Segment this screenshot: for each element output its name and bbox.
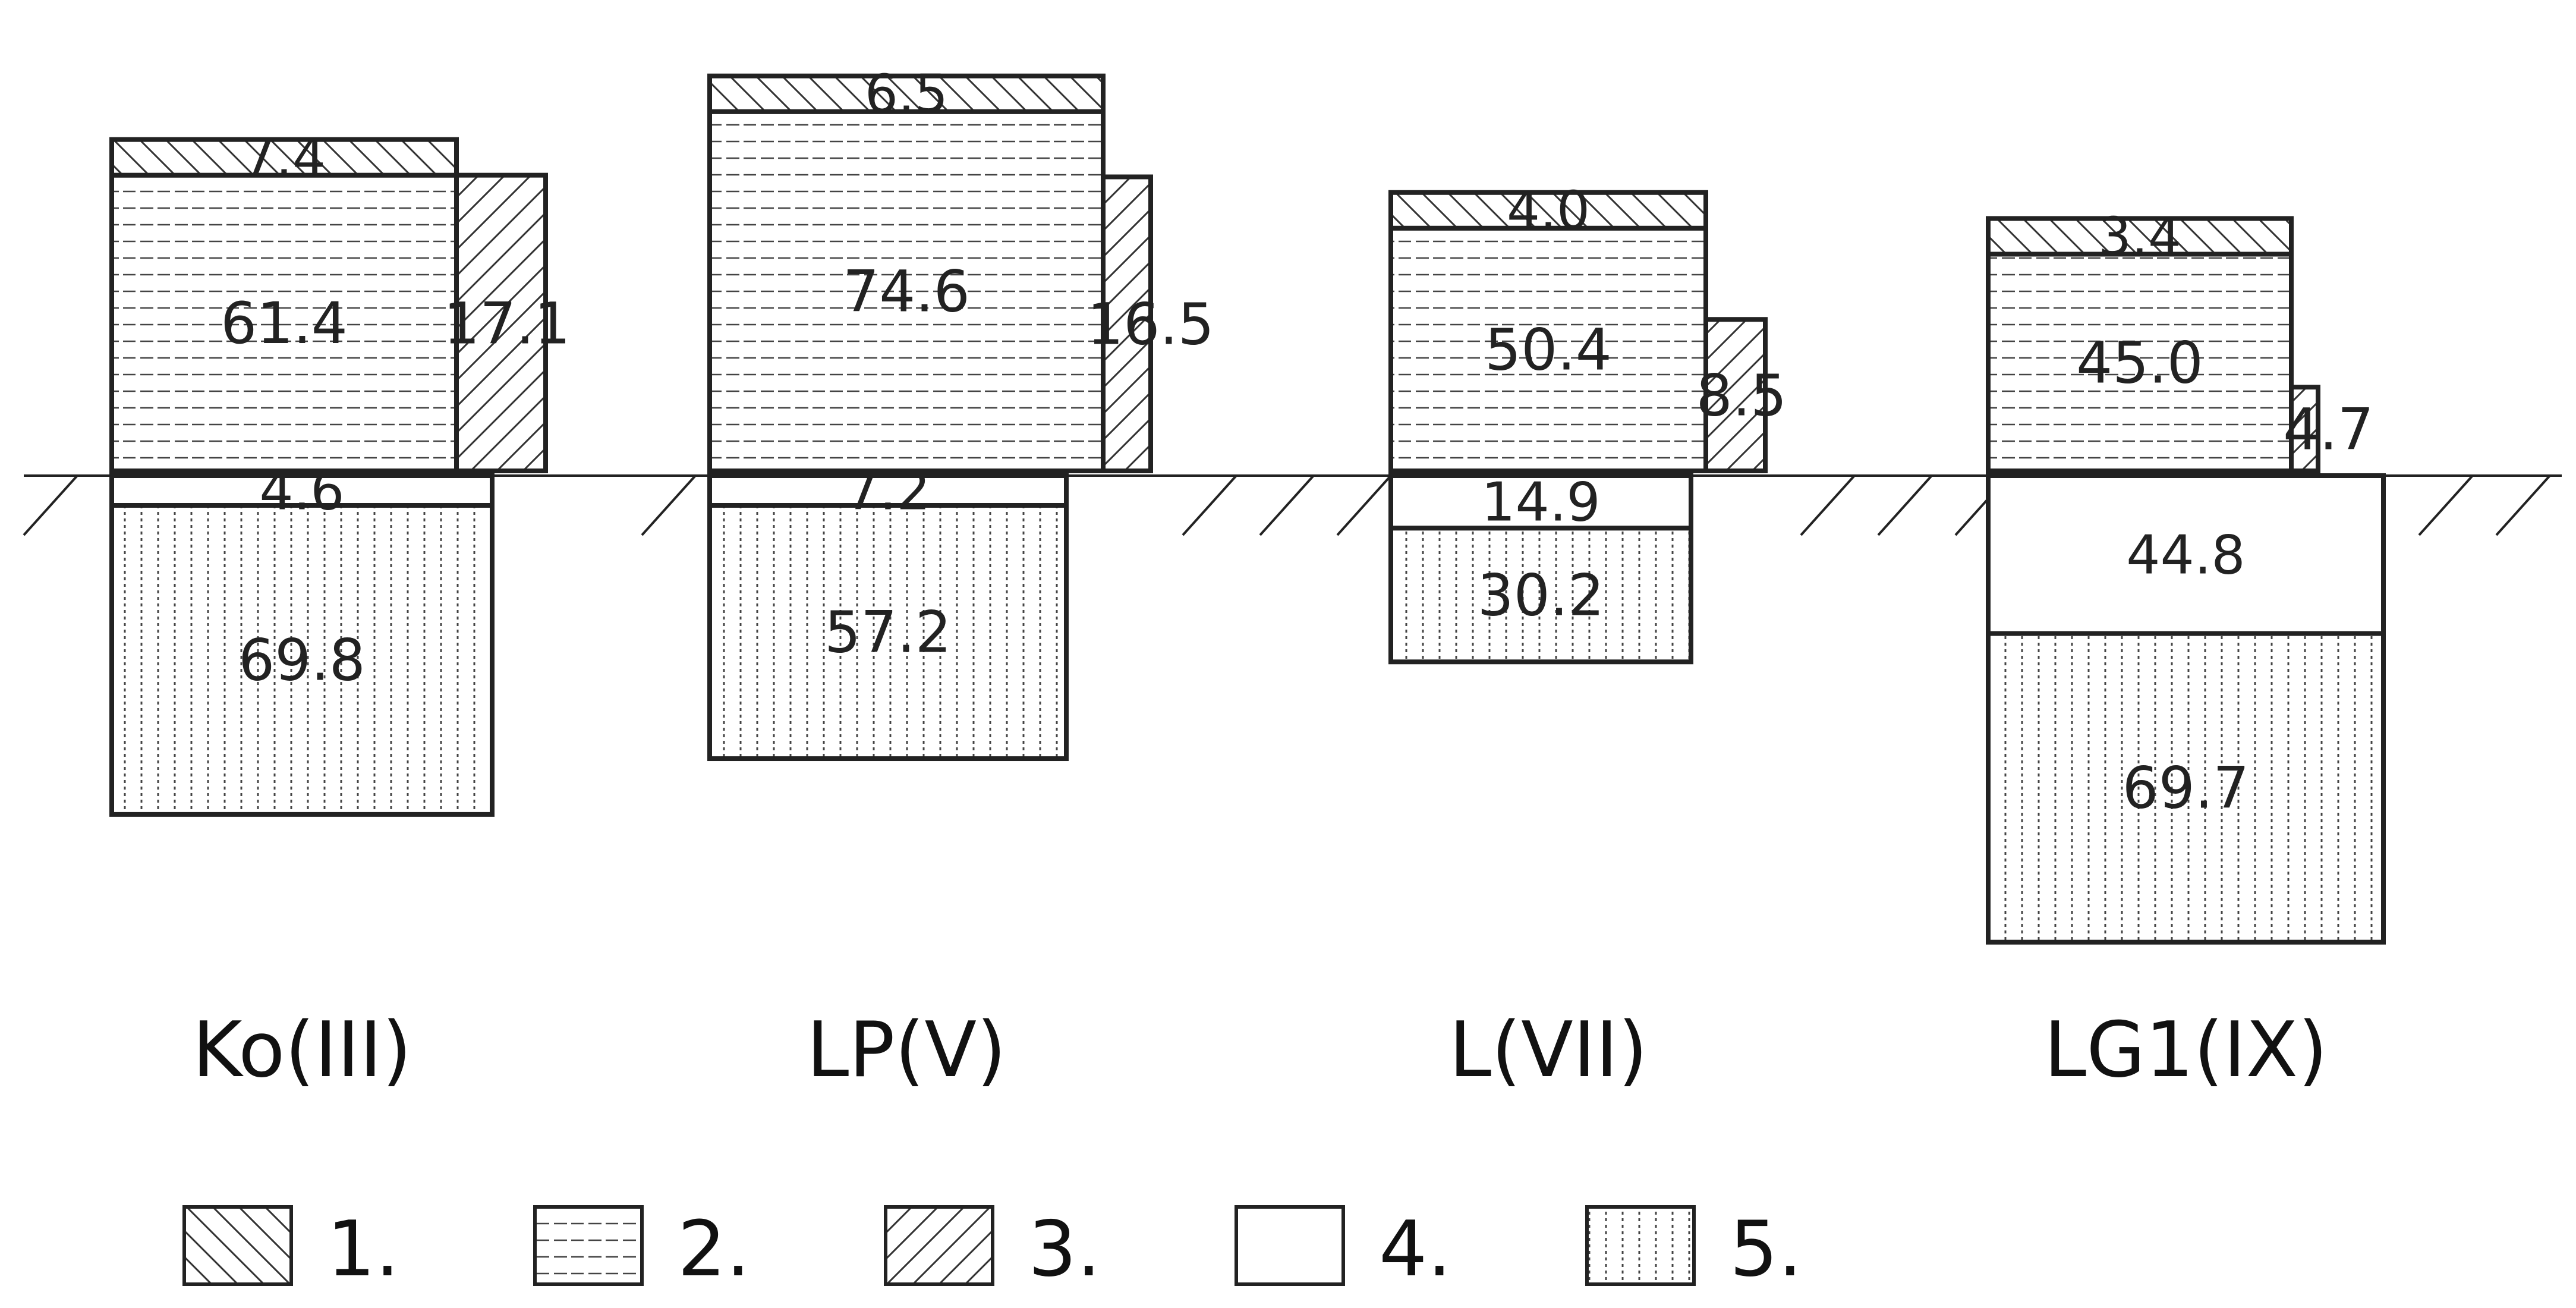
legend-label-1: 1. xyxy=(327,1205,399,1294)
bar-1-series-1 xyxy=(707,73,1106,114)
bar-1-series-2-label: 74.6 xyxy=(843,258,970,325)
bar-0-series-5-label: 69.8 xyxy=(238,627,366,694)
category-label-3: LG1(IX) xyxy=(2044,1006,2328,1095)
ground-hatch-tick xyxy=(1259,474,1315,536)
legend-label-2: 2. xyxy=(678,1205,750,1294)
bar-1-series-2 xyxy=(707,109,1106,474)
bar-1-series-3 xyxy=(1101,174,1153,473)
bar-0-series-2-label: 61.4 xyxy=(221,290,348,357)
bar-3-series-1 xyxy=(1986,216,2294,257)
legend-swatch-5 xyxy=(1585,1205,1696,1286)
bar-0-series-3-label: 17.1 xyxy=(443,290,571,357)
bar-2-series-4 xyxy=(1388,473,1693,531)
bar-2-series-4-label: 14.9 xyxy=(1481,471,1600,534)
bar-2-series-3 xyxy=(1703,317,1768,473)
bar-3-series-2 xyxy=(1986,251,2294,473)
bar-3-series-2-label: 45.0 xyxy=(2076,329,2203,396)
bar-0-series-5 xyxy=(109,503,495,817)
ground-hatch-tick xyxy=(641,474,697,536)
ground-hatch-tick xyxy=(23,474,78,536)
bar-1-series-5-label: 57.2 xyxy=(824,599,952,666)
bar-1-series-3-label: 16.5 xyxy=(1087,291,1214,358)
ground-hatch-tick xyxy=(1182,474,1237,536)
legend-swatch-2 xyxy=(533,1205,644,1286)
bar-2-series-5-label: 30.2 xyxy=(1478,562,1605,628)
bar-3-series-1-label: 3.4 xyxy=(2098,206,2181,267)
bar-3-series-3-label: 4.7 xyxy=(2283,397,2374,463)
bar-2-series-2-label: 50.4 xyxy=(1485,316,1612,383)
bar-0-series-4 xyxy=(109,473,495,508)
bar-1-series-1-label: 6.5 xyxy=(865,64,948,125)
bar-1-series-5 xyxy=(707,503,1069,762)
ground-hatch-tick xyxy=(2418,474,2474,536)
bar-2-series-3-label: 8.5 xyxy=(1696,363,1787,429)
bar-3-series-5 xyxy=(1986,631,2386,945)
category-label-2: L(VII) xyxy=(1449,1006,1648,1095)
bar-0-series-2 xyxy=(109,172,459,473)
bar-0-series-1-label: 7.4 xyxy=(243,127,326,188)
bar-3-series-3 xyxy=(2289,385,2320,473)
legend-swatch-3 xyxy=(884,1205,994,1286)
bar-1-series-4-label: 7.2 xyxy=(845,460,930,523)
bar-3-series-5-label: 69.7 xyxy=(2122,755,2250,822)
bar-0-series-4-label: 4.6 xyxy=(259,460,344,523)
category-label-1: LP(V) xyxy=(807,1006,1006,1095)
bar-3-series-4-label: 44.8 xyxy=(2126,524,2245,586)
bar-0-series-3 xyxy=(454,172,548,473)
ground-hatch-tick xyxy=(2495,474,2551,536)
legend-label-5: 5. xyxy=(1730,1205,1802,1294)
ground-hatch-tick xyxy=(1800,474,1856,536)
bar-2-series-2 xyxy=(1388,225,1708,473)
bar-2-series-5 xyxy=(1388,526,1693,665)
ground-hatch-tick xyxy=(1336,474,1392,536)
legend-label-3: 3. xyxy=(1028,1205,1101,1294)
bar-2-series-1 xyxy=(1388,190,1708,231)
legend-swatch-1 xyxy=(182,1205,293,1286)
category-label-0: Ko(III) xyxy=(193,1006,412,1095)
legend-label-4: 4. xyxy=(1379,1205,1451,1294)
ground-hatch-tick xyxy=(1877,474,1933,536)
bar-0-series-1 xyxy=(109,137,459,178)
legend-swatch-4 xyxy=(1235,1205,1345,1286)
bar-2-series-1-label: 4.0 xyxy=(1507,180,1590,241)
